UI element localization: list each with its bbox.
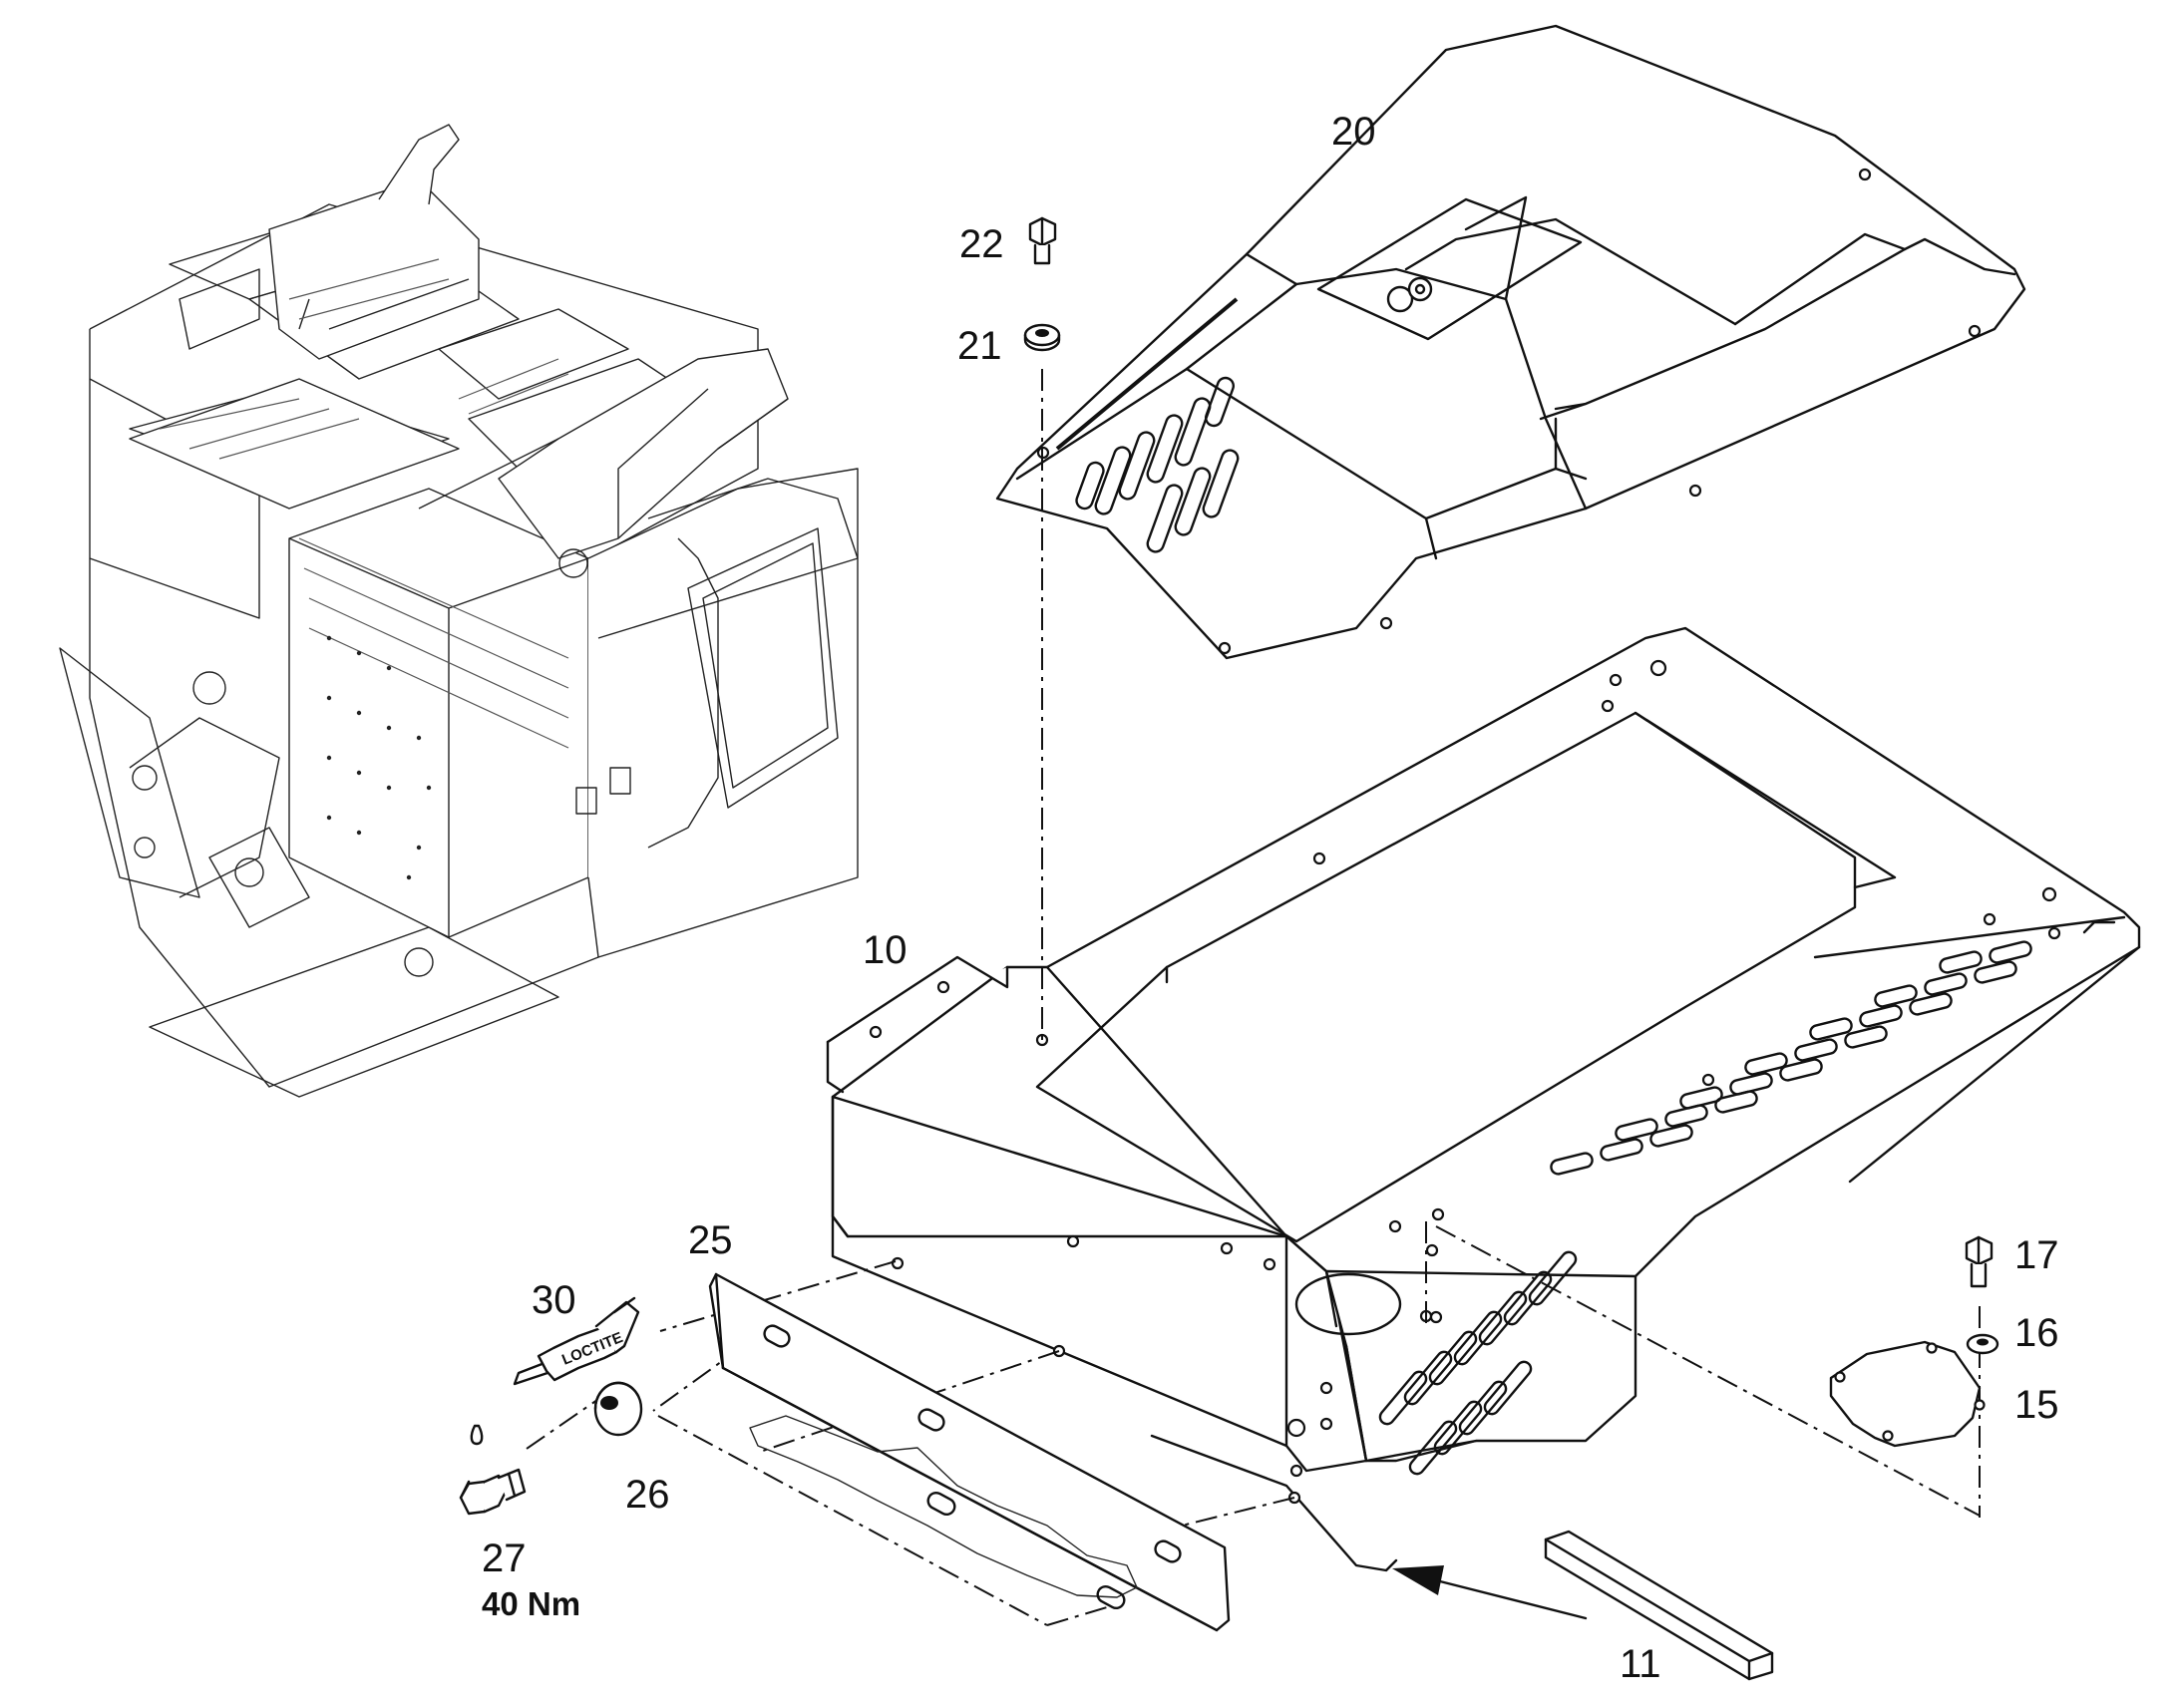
callout-30: 30 [532, 1278, 576, 1322]
callout-26: 26 [625, 1473, 670, 1517]
top-cover-part-20 [995, 24, 2026, 660]
callout-10: 10 [863, 928, 908, 972]
torque-spec-label: 40 Nm [482, 1585, 580, 1622]
washer-part-21 [1023, 323, 1061, 352]
callout-15: 15 [2014, 1383, 2059, 1427]
washer-part-26 [593, 1381, 643, 1437]
callout-27: 27 [482, 1537, 527, 1580]
callout-21: 21 [957, 324, 1002, 368]
callout-labels: 20 22 21 10 17 16 15 25 30 26 27 40 Nm 1… [482, 110, 2059, 1686]
bolt-part-22 [1028, 216, 1057, 265]
base-frame-part-10 [826, 626, 2141, 1572]
bolt-part-17 [1965, 1235, 1994, 1288]
cover-plate-part-15 [1829, 1340, 1986, 1448]
strip-plate-part-25 [708, 1272, 1231, 1632]
machine-overview-illustration [59, 124, 859, 1098]
callout-16: 16 [2014, 1311, 2059, 1355]
callout-22: 22 [959, 222, 1004, 266]
bolt-part-27 [459, 1468, 527, 1516]
callout-17: 17 [2014, 1233, 2059, 1277]
washer-part-16 [1966, 1333, 1999, 1355]
direction-arrow [1392, 1565, 1588, 1620]
bar-part-11 [1544, 1530, 1774, 1681]
callout-25: 25 [688, 1218, 733, 1262]
callout-20: 20 [1331, 110, 1376, 154]
callout-11: 11 [1620, 1642, 1661, 1686]
